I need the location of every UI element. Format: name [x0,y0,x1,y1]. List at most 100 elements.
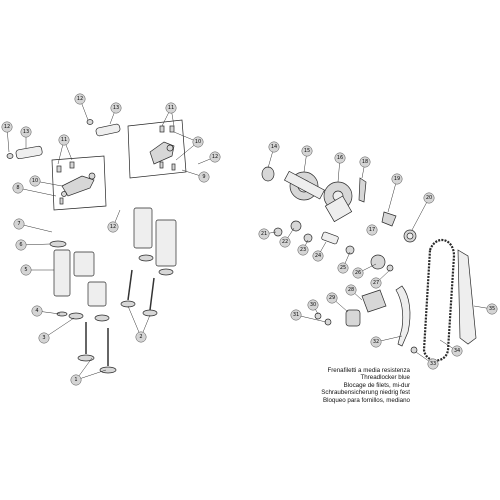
callout-26: 26 [352,267,364,279]
callout-3: 3 [38,332,50,344]
callout-label: 12 [77,96,83,102]
callout-label: 30 [310,302,316,308]
callout-10: 10 [29,175,41,187]
washer-33 [410,346,418,354]
callout-16: 16 [334,152,346,164]
callout-label: 2 [139,334,142,340]
callout-circle [20,264,32,276]
callout-label: 31 [293,312,299,318]
callout-17: 17 [366,224,378,236]
callout-28: 28 [345,284,357,296]
callout-label: 26 [355,270,361,276]
callout-30: 30 [307,299,319,311]
callout-circle [297,244,309,256]
callout-circle [209,151,221,163]
callout-8: 8 [12,182,24,194]
callout-circle [301,145,313,157]
leader-lines [6,98,493,381]
callout-label: 27 [373,280,379,286]
callout-circle [165,102,177,114]
callout-10: 10 [192,136,204,148]
rocker-shaft-upper-left [86,119,121,137]
callout-24: 24 [312,250,324,262]
callout-label: 11 [168,105,174,111]
callout-circle [38,332,50,344]
callout-circle [31,305,43,317]
callout-circle [337,262,349,274]
callout-circle [110,102,122,114]
callout-label: 23 [300,247,306,253]
callout-circle [352,267,364,279]
idler-gears [273,220,394,327]
callout-circle [427,358,439,370]
callout-31: 31 [290,309,302,321]
callout-label: 6 [19,242,22,248]
callout-circle [258,228,270,240]
valve-spring-stack-right [133,207,177,276]
callout-33: 33 [427,358,439,370]
callout-14: 14 [268,141,280,153]
callout-4: 4 [31,305,43,317]
chain-guide [361,285,411,347]
callout-label: 17 [369,227,375,233]
callout-bubbles: 1234567891010111112121212131314151617181… [1,93,498,386]
callout-circle [70,374,82,386]
callout-12: 12 [74,93,86,105]
callout-5: 5 [20,264,32,276]
timing-chain [422,239,456,362]
callout-9: 9 [198,171,210,183]
callout-23: 23 [297,244,309,256]
callout-label: 25 [340,265,346,271]
callout-12: 12 [1,121,13,133]
rocker-box-left [51,155,107,211]
callout-circle [334,152,346,164]
chain-tensioner-seal [403,229,417,243]
callout-label: 8 [16,185,19,191]
callout-label: 28 [348,287,354,293]
legend-line-spanish: Bloqueo para fornillos, mediano [322,396,410,404]
callout-label: 19 [394,176,400,182]
decompressor-lever [358,177,397,227]
camshaft-assembly [261,166,325,201]
callout-27: 27 [370,277,382,289]
callout-1: 1 [70,374,82,386]
callout-circle [451,345,463,357]
callout-label: 10 [195,139,201,145]
legend-line-french: Blocage de filets, mi-dur [343,381,410,389]
callout-13: 13 [110,102,122,114]
callout-circle [486,303,498,315]
callout-circle [307,299,319,311]
callout-circle [15,239,27,251]
callout-circle [12,182,24,194]
callout-label: 10 [32,178,38,184]
callout-label: 24 [315,253,321,259]
callout-18: 18 [359,156,371,168]
callout-label: 35 [489,306,495,312]
callout-15: 15 [301,145,313,157]
callout-label: 5 [24,267,27,273]
callout-circle [326,292,338,304]
callout-circle [198,171,210,183]
callout-circle [192,136,204,148]
threadlocker-legend: Frenafiletti a media resistenza Threadlo… [262,367,410,404]
rocker-shaft-left [6,145,43,160]
callout-22: 22 [279,236,291,248]
callout-circle [74,93,86,105]
callout-label: 13 [113,105,119,111]
callout-35: 35 [486,303,498,315]
callout-circle [107,221,119,233]
callout-label: 9 [202,174,205,180]
callout-label: 20 [426,195,432,201]
callout-11: 11 [165,102,177,114]
callout-label: 33 [430,361,436,367]
callout-label: 14 [271,144,277,150]
callout-29: 29 [326,292,338,304]
callout-circle [135,331,147,343]
callout-6: 6 [15,239,27,251]
callout-19: 19 [391,173,403,185]
callout-label: 12 [110,224,116,230]
callout-label: 29 [329,295,335,301]
cam-sprocket [323,181,353,223]
